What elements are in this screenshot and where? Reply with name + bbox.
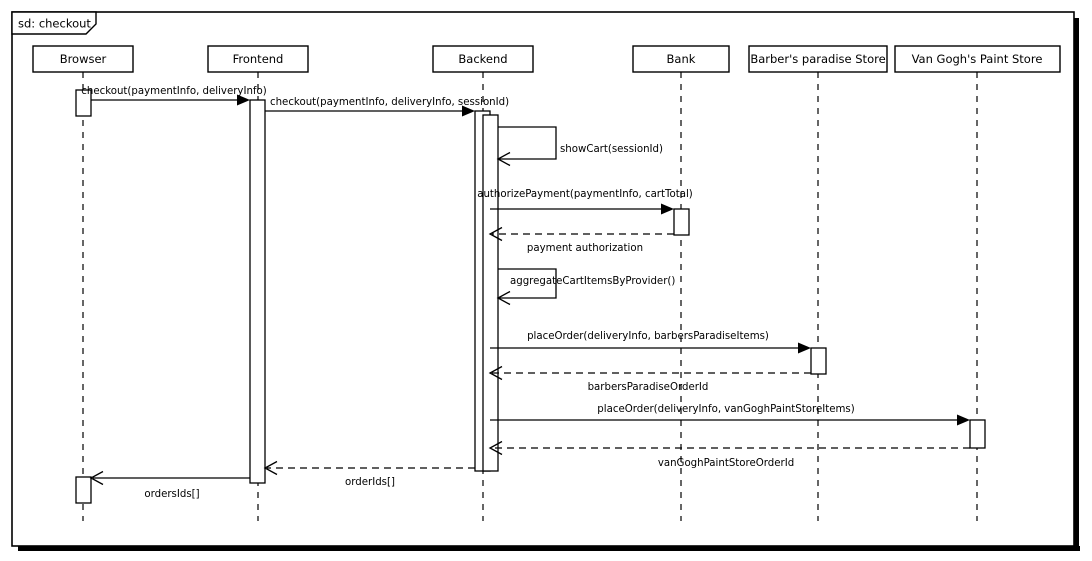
lifeline-browser: Browser (32, 45, 134, 521)
lifeline-box-bank[interactable] (632, 45, 730, 73)
frame-shadow (18, 18, 1080, 551)
message-arrowhead-msg-checkout-frontend-backend (462, 105, 475, 117)
message-arrowhead-msg-showcart-self (496, 151, 511, 167)
lifeline-vangogh: Van Gogh's Paint Store (894, 45, 1061, 521)
message-msg-orderids-backend-frontend[interactable]: orderIds[] (263, 460, 475, 489)
lifeline-box-barbers[interactable] (748, 45, 888, 73)
message-label-msg-checkout-frontend-backend: checkout(paymentInfo, deliveryInfo, sess… (270, 97, 509, 108)
lifeline-label-browser: Browser (60, 52, 107, 66)
frame-label: sd: checkout (18, 17, 91, 31)
lifeline-box-backend[interactable] (432, 45, 534, 73)
lifeline-bank: Bank (632, 45, 730, 521)
lifelines-layer: Browser Frontend Backend Bank Barber's parad… (32, 45, 1061, 521)
message-label-msg-showcart-self: showCart(sessionId) (560, 144, 663, 155)
frame-label-tab: sd: checkout (11, 11, 97, 35)
message-msg-barbers-orderid[interactable]: barbersParadiseOrderId (488, 365, 811, 394)
message-label-msg-placeorder-barbers: placeOrder(deliveryInfo, barbersParadise… (527, 331, 769, 342)
lifeline-label-backend: Backend (458, 52, 507, 66)
lifeline-box-vangogh[interactable] (894, 45, 1061, 73)
message-label-msg-vangogh-orderid: vanGoghPaintStoreOrderId (658, 458, 794, 469)
message-msg-authorize-payment[interactable]: authorizePayment(paymentInfo, cartTotal) (477, 189, 693, 215)
message-msg-showcart-self[interactable]: showCart(sessionId) (496, 126, 663, 167)
lifeline-label-vangogh: Van Gogh's Paint Store (912, 52, 1043, 66)
message-label-msg-placeorder-vangogh: placeOrder(deliveryInfo, vanGoghPaintSto… (597, 404, 854, 415)
message-msg-placeorder-vangogh[interactable]: placeOrder(deliveryInfo, vanGoghPaintSto… (490, 404, 970, 426)
message-arrowhead-msg-placeorder-vangogh (957, 414, 970, 426)
message-arrowhead-msg-barbers-orderid (488, 365, 503, 381)
message-arrowhead-msg-vangogh-orderid (488, 440, 503, 456)
message-label-msg-aggregate-self: aggregateCartItemsByProvider() (510, 276, 675, 287)
lifeline-label-bank: Bank (667, 52, 696, 66)
message-arrowhead-msg-ordersids-frontend-browser (89, 470, 104, 486)
message-label-msg-ordersids-frontend-browser: ordersIds[] (144, 489, 199, 500)
activation-bar-bank (673, 208, 690, 236)
message-msg-ordersids-frontend-browser[interactable]: ordersIds[] (89, 470, 250, 501)
message-msg-placeorder-barbers[interactable]: placeOrder(deliveryInfo, barbersParadise… (490, 331, 811, 354)
lifeline-box-frontend[interactable] (207, 45, 309, 73)
message-label-msg-authorize-payment: authorizePayment(paymentInfo, cartTotal) (477, 189, 693, 200)
message-arrowhead-msg-aggregate-self (496, 290, 511, 306)
message-label-msg-orderids-backend-frontend: orderIds[] (345, 477, 395, 488)
message-msg-checkout-frontend-backend[interactable]: checkout(paymentInfo, deliveryInfo, sess… (265, 97, 509, 117)
message-arrowhead-msg-checkout-browser-frontend (237, 94, 250, 106)
message-label-msg-barbers-orderid: barbersParadiseOrderId (588, 382, 709, 393)
activation-bar-barbers (810, 347, 827, 375)
messages-layer: checkout(paymentInfo, deliveryInfo) check… (81, 86, 970, 500)
message-msg-aggregate-self[interactable]: aggregateCartItemsByProvider() (496, 268, 675, 306)
lifeline-barbers: Barber's paradise Store (748, 45, 888, 521)
message-line-msg-showcart-self (498, 126, 557, 160)
activation-bar-backend (482, 114, 499, 472)
message-msg-vangogh-orderid[interactable]: vanGoghPaintStoreOrderId (488, 440, 970, 470)
message-arrowhead-msg-placeorder-barbers (798, 342, 811, 354)
activation-bar-browser (75, 476, 92, 504)
message-arrowhead-msg-orderids-backend-frontend (263, 460, 278, 476)
message-label-msg-payment-authorization: payment authorization (527, 243, 643, 254)
message-arrowhead-msg-payment-authorization (488, 226, 503, 242)
activation-bar-vangogh (969, 419, 986, 449)
activation-bar-browser (75, 89, 92, 117)
activations-layer (75, 89, 986, 504)
lifeline-box-browser[interactable] (32, 45, 134, 73)
diagram-frame (11, 11, 1075, 547)
message-msg-payment-authorization[interactable]: payment authorization (488, 226, 674, 255)
message-arrowhead-msg-authorize-payment (661, 203, 674, 215)
activation-bar-frontend (249, 99, 266, 484)
lifeline-label-barbers: Barber's paradise Store (750, 52, 885, 66)
message-label-msg-checkout-browser-frontend: checkout(paymentInfo, deliveryInfo) (81, 86, 266, 97)
message-msg-checkout-browser-frontend[interactable]: checkout(paymentInfo, deliveryInfo) (81, 86, 267, 106)
message-line-msg-aggregate-self (498, 268, 557, 299)
lifeline-label-frontend: Frontend (233, 52, 284, 66)
